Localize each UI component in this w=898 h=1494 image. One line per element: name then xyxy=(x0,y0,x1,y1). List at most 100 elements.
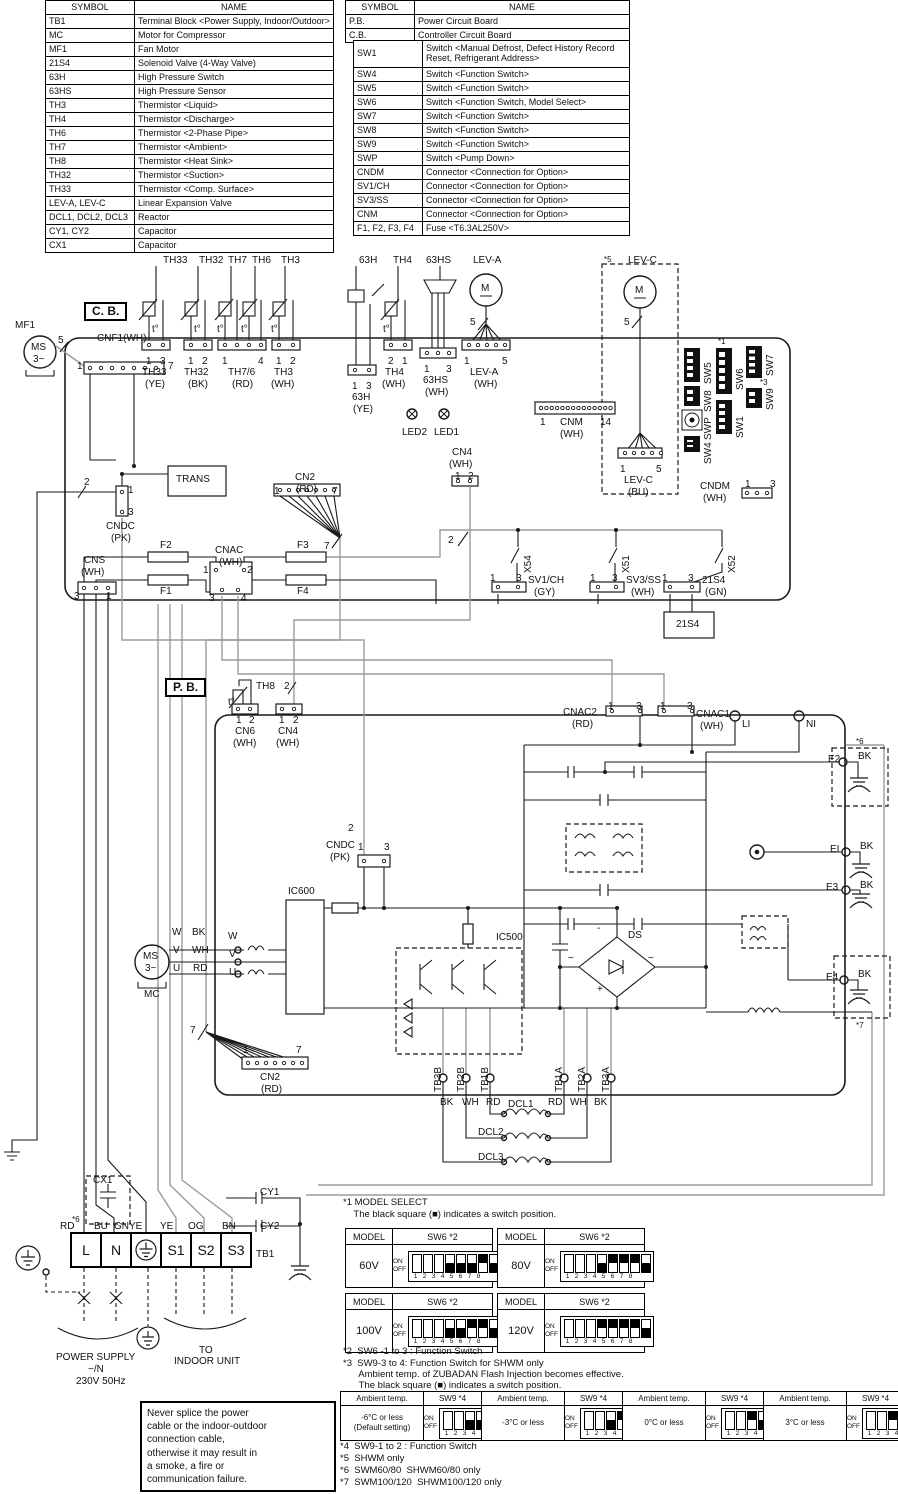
dip-on-label: ON xyxy=(847,1415,857,1423)
dip-number: 3 xyxy=(603,1429,608,1437)
gray-wires xyxy=(55,345,885,1234)
symbol-cell: SW6 xyxy=(353,95,423,110)
terminal-block-tb1: L N S1 S2 S3 xyxy=(70,1232,252,1268)
name-cell: Solenoid Valve (4-Way Valve) xyxy=(134,56,334,71)
name-cell: Power Circuit Board xyxy=(414,14,630,29)
dip-number: 2 xyxy=(574,1272,579,1280)
dip-on-label: ON xyxy=(545,1323,555,1331)
dip-number: 8 xyxy=(628,1337,633,1345)
component-circles xyxy=(23,273,851,1276)
symbol-cell: SW1 xyxy=(353,40,423,68)
terminal-l: L xyxy=(72,1234,102,1266)
dip-number: 5 xyxy=(449,1337,454,1345)
dip-number: 1 xyxy=(444,1429,449,1437)
dip-number: 4 xyxy=(894,1429,898,1437)
sw-header: SW6 *2 xyxy=(392,1228,493,1245)
dip-number: 1 xyxy=(867,1429,872,1437)
name-cell: Reactor xyxy=(134,210,334,225)
earth-symbols xyxy=(15,777,873,1350)
ambient-temp-table: Ambient temp. SW9 *4 Ambient temp. SW9 *… xyxy=(340,1391,898,1441)
terminal-n: N xyxy=(102,1234,132,1266)
dip-number: 6 xyxy=(610,1272,615,1280)
warning-box: Never splice the power cable or the indo… xyxy=(140,1401,336,1493)
dip-number: 4 xyxy=(592,1337,597,1345)
dip-switch xyxy=(455,1253,466,1273)
ambient-header: Ambient temp. xyxy=(622,1391,706,1406)
dip-off-label: OFF xyxy=(545,1266,558,1273)
dip-number: 3 xyxy=(431,1337,436,1345)
dip-switch xyxy=(607,1318,618,1338)
dip-switch xyxy=(629,1253,640,1273)
dip-switch xyxy=(583,1410,594,1430)
dip-switch xyxy=(475,1410,481,1430)
symbol-cell: TH8 xyxy=(45,154,135,169)
dip-number: 7 xyxy=(619,1337,624,1345)
dip-number: 4 xyxy=(753,1429,758,1437)
symbol-cell: SW8 xyxy=(353,123,423,138)
dip-number: 3 xyxy=(885,1429,890,1437)
name-cell: High Pressure Switch xyxy=(134,70,334,85)
dip-number: 8 xyxy=(628,1272,633,1280)
dip-switch xyxy=(574,1253,585,1273)
dip-switch xyxy=(876,1410,887,1430)
symbol-cell: SV1/CH xyxy=(353,179,423,194)
dip-switch xyxy=(477,1318,488,1338)
name-cell: Thermistor <Liquid> xyxy=(134,98,334,113)
pb-board-outline xyxy=(214,714,846,1096)
dip-number: 2 xyxy=(574,1337,579,1345)
name-cell: Switch <Function Switch> xyxy=(422,109,630,124)
earth-terminal-icon xyxy=(135,1239,157,1261)
note-6: *6 SWM60/80 SHWM60/80 only xyxy=(340,1465,481,1476)
name-cell: Switch <Function Switch> xyxy=(422,123,630,138)
dip-number: 3 xyxy=(583,1337,588,1345)
dip-switch xyxy=(563,1253,574,1273)
model-name: 60V xyxy=(345,1244,393,1288)
switch-bank xyxy=(681,346,762,452)
connector-pins xyxy=(81,342,770,1066)
cb-board-outline xyxy=(64,337,791,601)
name-cell: Fuse <T6.3AL250V> xyxy=(422,221,630,236)
model-header: MODEL xyxy=(345,1293,393,1310)
model-name: 120V xyxy=(497,1309,545,1353)
dip-number: 7 xyxy=(619,1272,624,1280)
dip-switch xyxy=(455,1318,466,1338)
dip-number: 6 xyxy=(610,1337,615,1345)
dip-number: 1 xyxy=(413,1272,418,1280)
name-cell: Thermistor <Ambient> xyxy=(134,140,334,155)
name-cell: Switch <Function Switch> xyxy=(422,67,630,82)
symbol-cell: TH3 xyxy=(45,98,135,113)
dip-switch xyxy=(477,1253,488,1273)
dip-number: 2 xyxy=(876,1429,881,1437)
symbol-cell: MC xyxy=(45,28,135,43)
